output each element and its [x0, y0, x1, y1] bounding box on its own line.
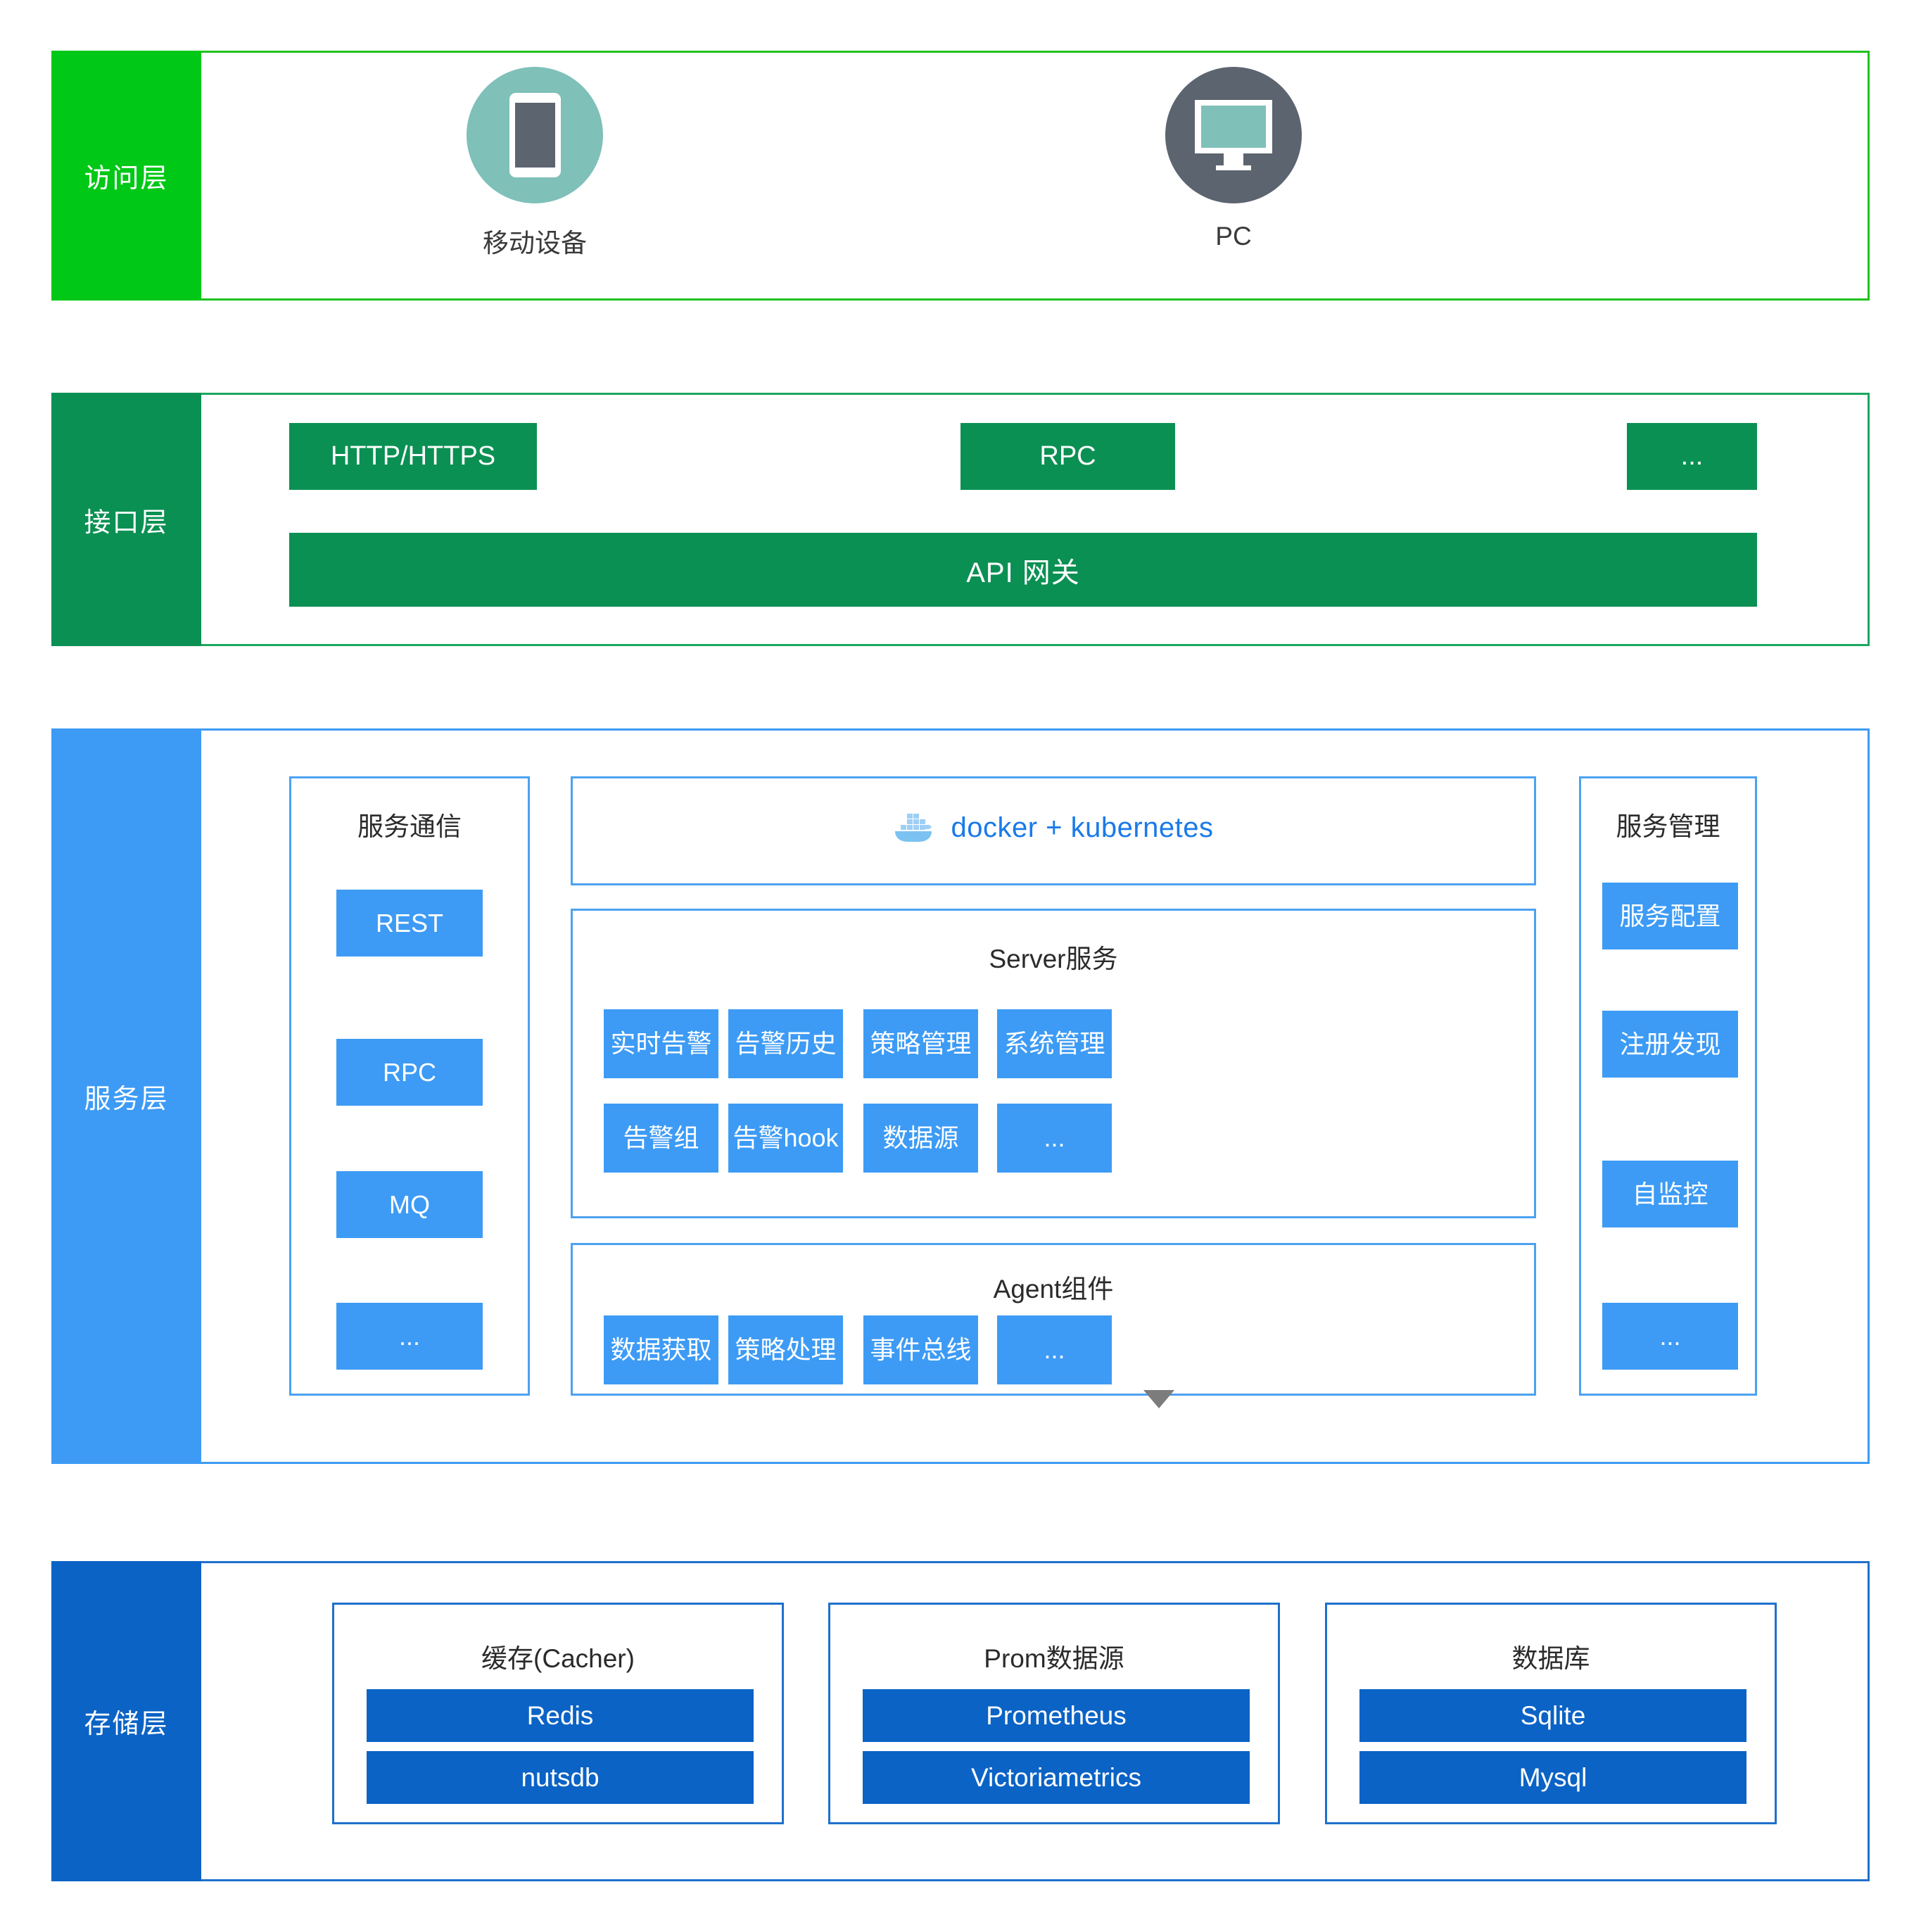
interface-layer-tab: 接口层: [51, 393, 201, 646]
chip-rest[interactable]: REST: [336, 890, 483, 956]
chip-registry-discovery[interactable]: 注册发现: [1602, 1011, 1738, 1078]
protocol-http-box[interactable]: HTTP/HTTPS: [289, 423, 537, 490]
chip-redis[interactable]: Redis: [367, 1689, 754, 1742]
service-layer-tab: 服务层: [51, 728, 201, 1464]
device-pc[interactable]: PC: [1165, 67, 1302, 251]
chip-alert-hook[interactable]: 告警hook: [728, 1104, 843, 1173]
storage-layer: 存储层 缓存(Cacher) Redis nutsdb Prom数据源 Prom…: [51, 1561, 1870, 1881]
chip-policy-processing[interactable]: 策略处理: [728, 1315, 843, 1384]
panel-prom-datasource: Prom数据源 Prometheus Victoriametrics: [828, 1603, 1280, 1824]
panel-service-communication-title: 服务通信: [357, 812, 462, 841]
chip-management-more[interactable]: ...: [1602, 1303, 1738, 1370]
storage-layer-body: 缓存(Cacher) Redis nutsdb Prom数据源 Promethe…: [201, 1561, 1870, 1881]
access-layer-body: 移动设备 PC: [201, 51, 1870, 301]
api-gateway-box[interactable]: API 网关: [289, 533, 1757, 607]
device-mobile[interactable]: 移动设备: [467, 67, 603, 260]
panel-cache-title: 缓存(Cacher): [481, 1644, 635, 1673]
tablet-icon: [467, 67, 603, 203]
service-layer: 服务层 服务通信 REST RPC MQ ...: [51, 728, 1870, 1464]
chip-service-config[interactable]: 服务配置: [1602, 883, 1738, 949]
chip-sqlite[interactable]: Sqlite: [1359, 1689, 1746, 1742]
chip-agent-more[interactable]: ...: [997, 1315, 1112, 1384]
chip-prometheus[interactable]: Prometheus: [863, 1689, 1250, 1742]
device-mobile-label: 移动设备: [483, 229, 587, 258]
panel-server-services-title: Server服务: [989, 945, 1118, 973]
panel-database-title: 数据库: [1511, 1644, 1590, 1673]
chip-datasource[interactable]: 数据源: [863, 1104, 978, 1173]
panel-service-management: 服务管理 服务配置 注册发现 自监控 ...: [1579, 776, 1757, 1396]
chip-communication-more[interactable]: ...: [336, 1303, 483, 1370]
docker-kubernetes-label: docker + kubernetes: [951, 812, 1214, 843]
panel-service-management-title: 服务管理: [1616, 812, 1720, 841]
panel-container-platform: docker + kubernetes: [571, 776, 1536, 885]
chip-alert-group[interactable]: 告警组: [604, 1104, 718, 1173]
chip-data-acquisition[interactable]: 数据获取: [604, 1315, 718, 1384]
protocol-rpc-box[interactable]: RPC: [961, 423, 1175, 490]
docker-kubernetes-row: docker + kubernetes: [573, 809, 1534, 847]
device-pc-label: PC: [1215, 222, 1252, 251]
access-layer-tab: 访问层: [51, 51, 201, 301]
panel-cache: 缓存(Cacher) Redis nutsdb: [332, 1603, 784, 1824]
storage-layer-tab: 存储层: [51, 1561, 201, 1881]
chip-self-monitoring[interactable]: 自监控: [1602, 1161, 1738, 1227]
chip-rpc[interactable]: RPC: [336, 1039, 483, 1106]
chip-server-more[interactable]: ...: [997, 1104, 1112, 1173]
interface-layer-body: HTTP/HTTPS RPC ... API 网关: [201, 393, 1870, 646]
interface-layer: 接口层 HTTP/HTTPS RPC ... API 网关: [51, 393, 1870, 646]
chip-alert-history[interactable]: 告警历史: [728, 1009, 843, 1078]
panel-server-services: Server服务 实时告警 告警历史 策略管理 系统管理 告警组 告警hook …: [571, 909, 1536, 1218]
panel-database: 数据库 Sqlite Mysql: [1325, 1603, 1777, 1824]
downward-arrow-icon: [1143, 1390, 1174, 1408]
chip-mysql[interactable]: Mysql: [1359, 1751, 1746, 1804]
panel-agent-components-title: Agent组件: [993, 1275, 1114, 1303]
chip-system-management[interactable]: 系统管理: [997, 1009, 1112, 1078]
chip-policy-management[interactable]: 策略管理: [863, 1009, 978, 1078]
chip-realtime-alert[interactable]: 实时告警: [604, 1009, 718, 1078]
docker-whale-icon: [893, 809, 934, 847]
panel-prom-datasource-title: Prom数据源: [984, 1644, 1124, 1673]
panel-service-communication: 服务通信 REST RPC MQ ...: [289, 776, 530, 1396]
chip-victoriametrics[interactable]: Victoriametrics: [863, 1751, 1250, 1804]
access-layer: 访问层 移动设备 PC: [51, 51, 1870, 301]
monitor-icon: [1165, 67, 1302, 203]
chip-event-bus[interactable]: 事件总线: [863, 1315, 978, 1384]
protocol-more-box[interactable]: ...: [1627, 423, 1757, 490]
chip-mq[interactable]: MQ: [336, 1171, 483, 1238]
chip-nutsdb[interactable]: nutsdb: [367, 1751, 754, 1804]
panel-agent-components: Agent组件 数据获取 策略处理 事件总线 ...: [571, 1243, 1536, 1396]
service-layer-body: 服务通信 REST RPC MQ ...: [201, 728, 1870, 1464]
